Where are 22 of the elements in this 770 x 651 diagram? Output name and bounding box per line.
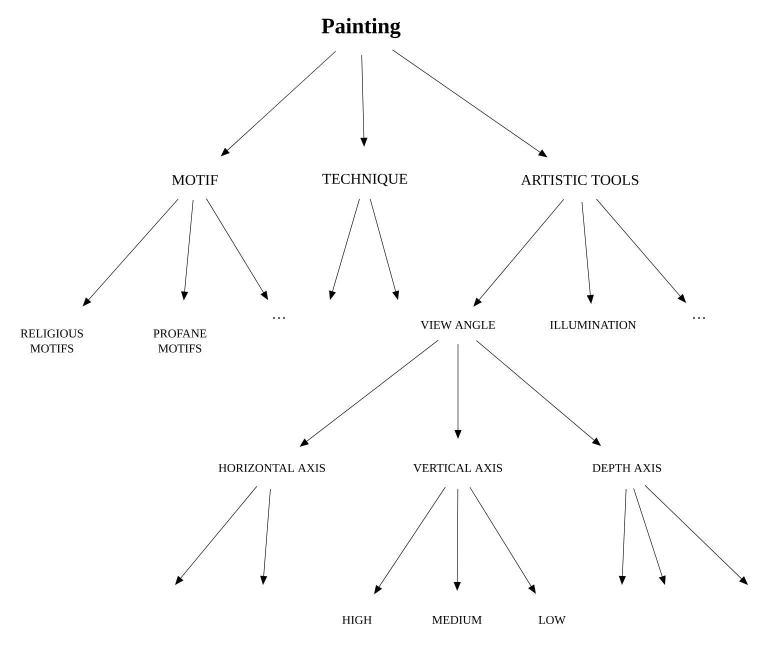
node-label: VERTICAL AXIS	[413, 464, 502, 472]
node-label: LOW	[538, 616, 566, 624]
node-label: HIGH	[342, 616, 372, 624]
node-label: …	[273, 317, 285, 319]
node-label: ILLUMINATION	[550, 320, 636, 330]
node-label: DEPTH AXIS	[592, 464, 662, 472]
arrow	[175, 486, 258, 585]
arrow	[392, 50, 548, 158]
node-label: ARTISTIC TOOLS	[520, 174, 638, 186]
title-label: Painting	[322, 18, 401, 38]
node-label: VIEW ANGLE	[420, 320, 495, 330]
node-label: MEDIUM	[432, 616, 482, 624]
node-label: …	[693, 317, 705, 319]
arrow	[633, 488, 666, 585]
arrow	[644, 485, 748, 585]
node-label: HORIZONTAL AXIS	[218, 464, 325, 472]
node-label: MOTIF	[172, 174, 218, 186]
arrow	[470, 486, 536, 594]
node-label: RELIGIOUS MOTIFS	[20, 329, 83, 353]
node-label: TECHNIQUE	[322, 174, 408, 186]
node-label: PROFANE MOTIFS	[153, 329, 206, 353]
arrow	[300, 340, 439, 447]
